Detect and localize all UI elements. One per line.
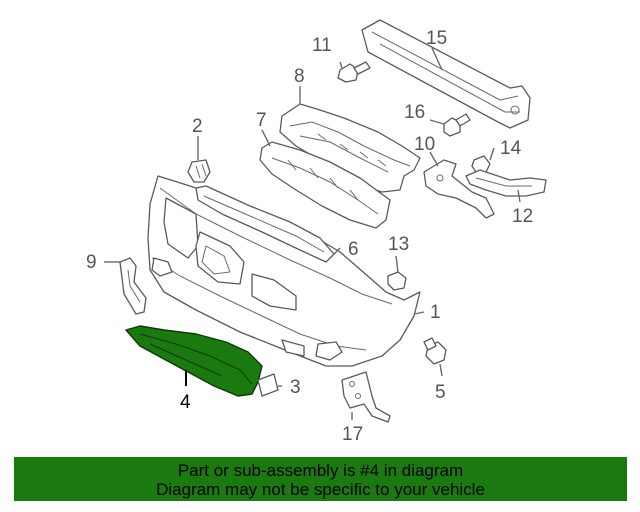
part-6-grille[interactable]: [195, 185, 335, 263]
part-3-tag[interactable]: [257, 373, 279, 397]
part-15-reinforcement[interactable]: [361, 19, 531, 129]
callout-1: 1: [430, 302, 441, 323]
callout-4: 4: [180, 392, 191, 413]
callout-13: 13: [388, 234, 409, 255]
part-17-plate-bracket[interactable]: [341, 371, 391, 423]
part-5-bolt[interactable]: [423, 337, 447, 365]
callout-labels: 1 2 3 4 5 6 7 8 9 10 11 12 13 14 15 16 1…: [86, 28, 533, 445]
callout-16: 16: [404, 102, 425, 123]
part-2-clip[interactable]: [187, 159, 211, 183]
callout-3: 3: [290, 377, 301, 398]
part-9-bracket[interactable]: [119, 257, 147, 315]
callout-17: 17: [342, 424, 363, 445]
callout-2: 2: [192, 116, 203, 137]
part-7-seal[interactable]: [259, 141, 391, 229]
part-10-bracket[interactable]: [423, 159, 495, 219]
callout-8: 8: [294, 66, 305, 87]
callout-9: 9: [86, 252, 97, 273]
part-14-clip[interactable]: [471, 155, 491, 173]
callout-10: 10: [414, 134, 435, 155]
callout-5: 5: [435, 382, 446, 403]
callout-11: 11: [312, 35, 332, 56]
part-16-bolt[interactable]: [443, 113, 471, 137]
part-11-bolt[interactable]: [337, 61, 371, 83]
callout-14: 14: [500, 138, 522, 159]
part-4-lower-shield[interactable]: [125, 325, 263, 397]
callout-15: 15: [426, 28, 447, 49]
callout-7: 7: [256, 110, 267, 131]
part-13-bolt[interactable]: [387, 271, 407, 291]
part-12-bracket[interactable]: [465, 169, 547, 197]
banner-line-2: Diagram may not be specific to your vehi…: [156, 480, 485, 499]
banner-line-1: Part or sub-assembly is #4 in diagram: [177, 461, 464, 480]
callout-6: 6: [348, 239, 359, 260]
callout-12: 12: [512, 206, 533, 227]
parts-diagram: 1 2 3 4 5 6 7 8 9 10 11 12 13 14 15 16 1…: [86, 19, 547, 445]
leader-lines: [104, 47, 521, 420]
part-1-bumper-cover[interactable]: [147, 175, 421, 367]
info-banner: Part or sub-assembly is #4 in diagram Di…: [14, 457, 627, 501]
